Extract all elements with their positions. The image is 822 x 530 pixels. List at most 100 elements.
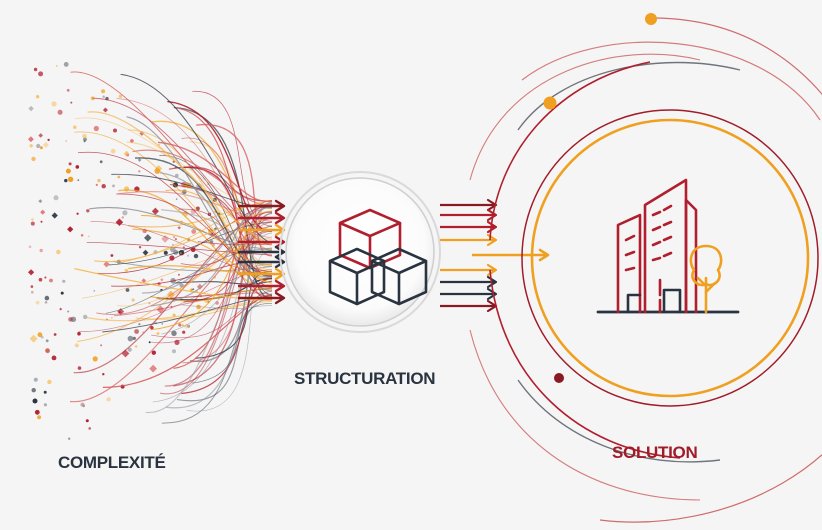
structuration-hub [279, 171, 441, 333]
particle [40, 209, 46, 215]
particle [30, 285, 34, 288]
particle [132, 336, 136, 340]
particle [102, 95, 105, 98]
particle [117, 175, 121, 179]
particle [177, 273, 180, 276]
particle [93, 125, 99, 132]
label-structuration: STRUCTURATION [294, 369, 436, 388]
particle [178, 323, 182, 327]
particle [172, 349, 176, 354]
particle [27, 269, 35, 276]
particle [42, 141, 49, 148]
particle [151, 350, 156, 355]
orbit-dot [543, 96, 557, 110]
thread [86, 241, 273, 256]
particle [93, 290, 96, 292]
particle [118, 94, 123, 99]
particle [99, 344, 103, 347]
main-outgoing-arrow-head [538, 248, 550, 262]
outgoing-arrow-head [486, 198, 498, 212]
particle [44, 300, 48, 305]
particle [175, 198, 178, 200]
particle [38, 199, 43, 204]
particle [95, 183, 98, 186]
particle [83, 314, 88, 320]
particle [191, 229, 197, 234]
thread [152, 201, 273, 403]
particle [137, 158, 142, 162]
particle [131, 298, 135, 302]
thread [167, 100, 273, 232]
particle [64, 178, 68, 183]
particle [51, 355, 57, 361]
particle [39, 248, 43, 253]
particle [77, 366, 82, 370]
thread [132, 228, 273, 284]
particle [76, 212, 79, 215]
particle [77, 179, 80, 182]
particle [57, 109, 63, 115]
particle [169, 255, 175, 261]
particle [43, 390, 47, 394]
thread [70, 71, 273, 246]
particle [151, 207, 159, 215]
particle [138, 246, 142, 249]
particle [66, 88, 70, 92]
incoming-arrow-head [274, 279, 286, 293]
particle [97, 178, 101, 183]
particle [83, 137, 87, 142]
thread [182, 304, 273, 310]
particle [70, 101, 73, 104]
particle [134, 344, 138, 349]
thread [186, 249, 273, 412]
particle [31, 290, 34, 294]
outgoing-arrow-head [486, 208, 498, 222]
particle [106, 397, 111, 402]
particle [74, 342, 80, 348]
particle [182, 330, 186, 334]
particle [35, 300, 40, 305]
particle [142, 249, 149, 256]
particle [181, 324, 184, 327]
particle [160, 278, 164, 282]
particle [30, 221, 35, 226]
particle [28, 105, 34, 112]
particle [33, 377, 38, 382]
particle [65, 168, 71, 174]
thread [96, 225, 273, 315]
particle [49, 278, 53, 283]
particle [172, 313, 176, 317]
particle [45, 348, 50, 354]
particle [187, 254, 190, 257]
thread [126, 116, 273, 291]
particle [138, 170, 141, 173]
particle [147, 358, 149, 360]
particle [88, 427, 91, 430]
particle [68, 317, 73, 322]
particle [38, 277, 43, 282]
particle [31, 388, 36, 393]
particle [110, 254, 114, 257]
label-solution: SOLUTION [612, 443, 698, 462]
particle [179, 252, 182, 255]
particle [125, 288, 130, 292]
particle [124, 186, 130, 192]
incoming-arrow-head [274, 245, 286, 259]
particle [55, 65, 58, 67]
thread [128, 264, 273, 274]
particle [40, 335, 44, 339]
incoming-arrow-head [274, 199, 286, 213]
particle [102, 373, 105, 376]
orbit-dot [645, 13, 657, 25]
particle [38, 71, 44, 77]
particle [59, 307, 63, 311]
particle [196, 283, 203, 290]
thread [180, 199, 273, 266]
particle [85, 419, 89, 423]
particle [37, 415, 42, 420]
particle [101, 89, 106, 94]
particle [102, 107, 108, 113]
particle [110, 148, 116, 154]
particle [138, 323, 141, 326]
particle [77, 331, 81, 336]
